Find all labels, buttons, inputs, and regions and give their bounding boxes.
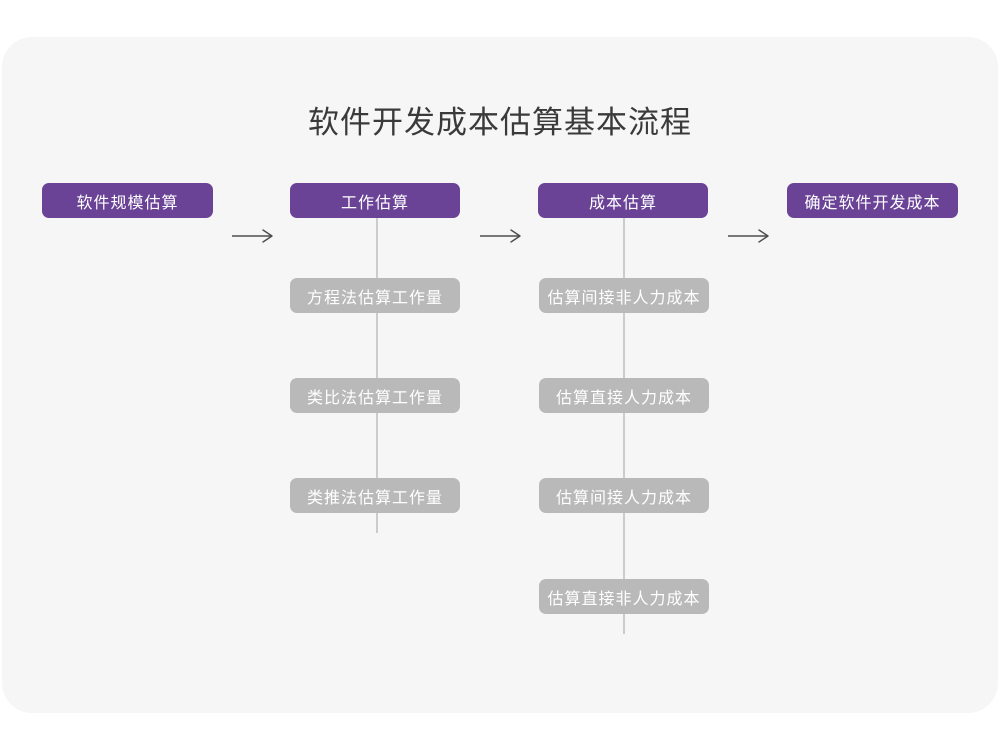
- method-label: 类比法估算工作量: [306, 389, 443, 407]
- diagram-title: 软件开发成本估算基本流程: [308, 105, 692, 140]
- step-label: 确定软件开发成本: [804, 194, 941, 212]
- arrow-right-icon: [480, 229, 521, 243]
- step-label: 工作估算: [340, 194, 409, 212]
- method-label: 方程法估算工作量: [306, 289, 443, 307]
- step-label: 软件规模估算: [76, 194, 179, 212]
- connector-cost-estimation-line: [623, 218, 625, 634]
- method-label: 类推法估算工作量: [306, 489, 443, 507]
- arrow-right-icon: [728, 229, 769, 243]
- connector-work-estimation-line: [376, 218, 378, 533]
- method-indirect-labor-cost: 估算间接人力成本: [539, 478, 709, 513]
- method-label: 估算直接人力成本: [555, 389, 692, 407]
- method-label: 估算间接人力成本: [555, 489, 692, 507]
- arrow-right-icon: [232, 229, 273, 243]
- method-equation-workload: 方程法估算工作量: [290, 278, 460, 313]
- method-indirect-nonlabor-cost: 估算间接非人力成本: [539, 278, 709, 313]
- method-label: 估算间接非人力成本: [547, 289, 701, 307]
- flowchart-card: 软件开发成本估算基本流程 软件规模估算 工作估算 成本估算 确定软件开发成本 方…: [2, 37, 998, 713]
- method-comparison-workload: 类比法估算工作量: [290, 378, 460, 413]
- step-software-scale-estimation: 软件规模估算: [42, 183, 213, 218]
- method-analogy-workload: 类推法估算工作量: [290, 478, 460, 513]
- step-work-estimation: 工作估算: [290, 183, 460, 218]
- method-direct-labor-cost: 估算直接人力成本: [539, 378, 709, 413]
- method-label: 估算直接非人力成本: [547, 590, 701, 608]
- step-determine-software-dev-cost: 确定软件开发成本: [787, 183, 958, 218]
- step-label: 成本估算: [588, 194, 657, 212]
- method-direct-nonlabor-cost: 估算直接非人力成本: [539, 579, 709, 614]
- step-cost-estimation: 成本估算: [538, 183, 708, 218]
